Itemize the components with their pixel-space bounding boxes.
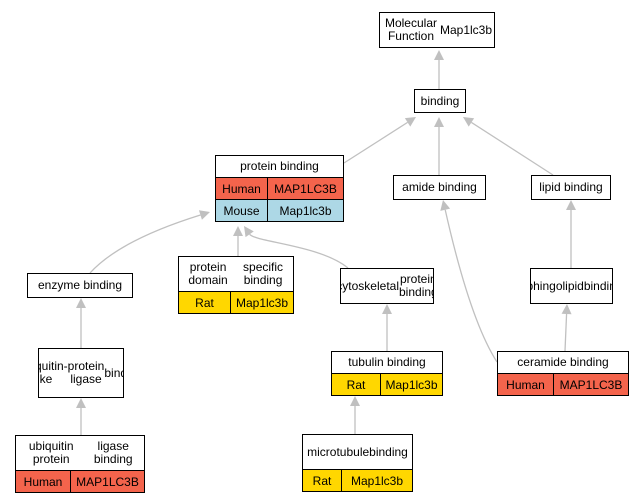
edge-protein-binding-to-binding [343, 121, 408, 164]
gene-symbol[interactable]: Map1lc3b [230, 292, 293, 313]
gene-row: Rat Map1lc3b [179, 291, 293, 313]
gene-symbol[interactable]: MAP1LC3B [70, 471, 144, 492]
species-label: Human [222, 181, 261, 196]
edge-arrowhead [76, 398, 86, 408]
node-title: ubiquitin protein ligase binding [16, 436, 144, 470]
gene-symbol[interactable]: MAP1LC3B [553, 374, 628, 395]
node-title-line: lipid binding [539, 180, 603, 194]
node-title: ceramide binding [498, 352, 628, 373]
edge-arrowhead [404, 117, 416, 127]
node-title: binding [415, 90, 465, 112]
node-title: amide binding [394, 176, 485, 199]
node-title-line: sphingolipid [531, 278, 584, 293]
gene-symbol[interactable]: Map1lc3b [267, 200, 343, 221]
gene-row: Human MAP1LC3B [16, 470, 144, 492]
edge-ceramide-binding-to-amide-binding [444, 209, 498, 363]
node-title-line: ceramide binding [517, 355, 609, 369]
node-title: lipid binding [532, 176, 610, 199]
edge-arrowhead [233, 226, 243, 236]
species-label: Rat [312, 473, 332, 488]
node-amide-binding[interactable]: amide binding [393, 175, 486, 200]
node-title: protein domain specific binding [179, 257, 293, 291]
node-title-line: binding [369, 444, 408, 459]
node-title-line: cytoskeletal [340, 278, 399, 293]
gene-row: Rat Map1lc3b [332, 373, 442, 395]
node-enzyme-binding[interactable]: enzyme binding [27, 273, 133, 298]
node-title-line: ubiquitin protein [28, 439, 74, 466]
node-title: protein binding [216, 156, 343, 177]
edge-cytoskeletal-protein-binding-to-protein-binding [249, 233, 349, 269]
edge-arrowhead [561, 304, 572, 315]
node-title-line: enzyme binding [37, 278, 123, 292]
node-title-line: protein ligase [67, 359, 105, 386]
gene-row: Human MAP1LC3B [498, 373, 628, 395]
node-title-line: ubiquitin-like [39, 359, 68, 386]
edge-arrowhead [198, 210, 210, 220]
gene-row: Rat Map1lc3b [303, 469, 412, 491]
node-binding[interactable]: binding [414, 89, 466, 113]
node-title-line: specific binding [243, 260, 284, 287]
node-title-line: Map1lc3b [439, 22, 492, 37]
edge-arrowhead [350, 396, 360, 406]
node-title-line: binding [583, 278, 612, 293]
node-title: sphingolipidbinding [531, 269, 612, 303]
edge-arrowhead [76, 298, 86, 308]
gene-symbol[interactable]: Map1lc3b [341, 470, 412, 491]
node-title: tubulin binding [332, 352, 442, 373]
edge-enzyme-binding-to-protein-binding [89, 214, 201, 274]
node-lipid-binding[interactable]: lipid binding [531, 175, 611, 200]
node-title-line: amide binding [402, 180, 477, 194]
node-sphingolipid-binding[interactable]: sphingolipidbinding [530, 268, 613, 304]
node-title-line: protein binding [399, 272, 434, 299]
node-title-line: tubulin binding [348, 355, 426, 369]
species-label: Human [506, 377, 545, 392]
species-label: Human [23, 474, 63, 489]
gene-row: Mouse Map1lc3b [216, 199, 343, 221]
edge-arrowhead [244, 226, 254, 238]
edge-arrowhead [434, 117, 444, 127]
species-label: Mouse [223, 203, 260, 218]
edge-lipid-binding-to-binding [471, 121, 554, 176]
species-label: Rat [195, 295, 214, 310]
edge-arrowhead [440, 200, 451, 211]
gene-symbol[interactable]: Map1lc3b [380, 374, 442, 395]
node-title-line: protein domain [188, 260, 228, 287]
edge-arrowhead [566, 200, 576, 210]
node-title: enzyme binding [28, 274, 132, 297]
node-title-line: binding [420, 93, 460, 108]
edge-ceramide-binding-to-sphingolipid-binding [564, 313, 568, 352]
node-title-line: microtubule [307, 444, 370, 459]
gene-symbol[interactable]: MAP1LC3B [267, 178, 343, 199]
gene-row: Human MAP1LC3B [216, 177, 343, 199]
edge-arrowhead [463, 117, 475, 127]
edge-arrowhead [382, 304, 392, 314]
node-title-line: ligase binding [93, 439, 133, 466]
edge-arrowhead [434, 50, 444, 60]
node-title-line: protein binding [240, 159, 319, 173]
node-title-line: Molecular Function [384, 16, 437, 43]
node-title-line: binding [104, 365, 123, 380]
species-label: Rat [346, 377, 366, 392]
